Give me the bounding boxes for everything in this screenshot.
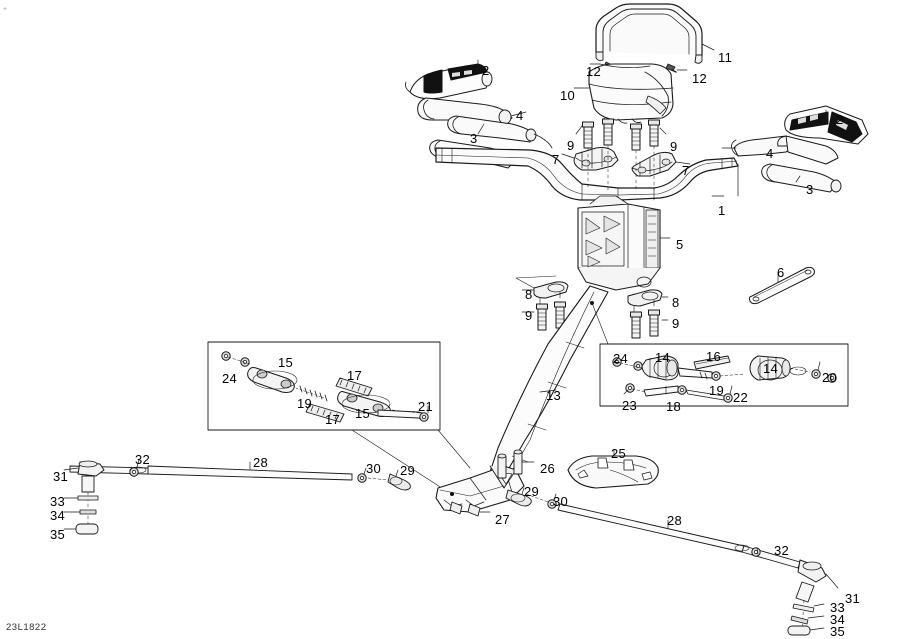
callout-rod-end-upper: 15 — [278, 355, 294, 370]
callout-nut-left-inset: 24 — [222, 371, 238, 386]
steering-column-shape — [487, 285, 609, 479]
callout-adjuster-tube-left: 19 — [297, 396, 313, 411]
callout-console-cover: 10 — [560, 88, 576, 103]
callout-end-nut: 20 — [822, 370, 838, 385]
callout-lower-bolt-right: 9 — [672, 316, 680, 331]
callout-right-grip: 2 — [836, 112, 844, 127]
riser-block-shape — [577, 195, 661, 291]
flat-strap-shape — [748, 266, 815, 305]
callout-clamp-upper: 17 — [347, 368, 363, 383]
callout-grab-bar-bolt-right: 12 — [692, 71, 708, 86]
callout-clamp-lower: 17 — [325, 412, 341, 427]
left-lever-shape — [417, 97, 513, 125]
upper-bolts-left — [575, 118, 614, 191]
base-nuts-shape — [449, 501, 491, 517]
callout-left-tube: 3 — [470, 131, 478, 146]
callout-flat-strap: 6 — [777, 265, 785, 280]
callout-tie-rod-right: 28 — [667, 513, 683, 528]
upper-bolts-right — [630, 119, 667, 191]
grab-bar-bolt-right-shape — [665, 63, 677, 73]
callout-mounting-plate: 25 — [611, 446, 627, 461]
callout-left-grip: 2 — [482, 63, 490, 78]
callout-steering-arm-right: 31 — [845, 591, 861, 606]
callout-joint-right: 14 — [763, 361, 779, 376]
corner-mark: + — [3, 6, 8, 13]
right-tube-shape — [761, 163, 842, 193]
right-lever-shape — [731, 135, 839, 165]
callout-left-lower-clamp: 8 — [525, 287, 533, 302]
base-bolts-shape — [497, 449, 535, 479]
callout-short-rod: 18 — [666, 399, 682, 414]
callout-right-clamp: 7 — [682, 163, 690, 178]
lower-clamp-left-shape — [515, 275, 569, 305]
callout-bushing-left: 35 — [50, 527, 66, 542]
diagram-code: 23L1822 — [6, 622, 47, 633]
callout-grab-bar-bolt-left: 12 — [586, 64, 602, 79]
callout-link-plate: 16 — [706, 349, 722, 364]
callout-clamp-right: 29 — [524, 484, 540, 499]
callout-adjuster-tube-right: 19 — [709, 383, 725, 398]
callout-handlebar: 1 — [718, 203, 726, 218]
callout-clamp-left: 29 — [400, 463, 416, 478]
console-cover-shape — [588, 63, 674, 124]
callout-base-nuts: 27 — [495, 512, 511, 527]
clamp-left-shape — [573, 147, 619, 171]
callout-washer-left: 33 — [50, 494, 66, 509]
callout-steering-arm-left: 31 — [53, 469, 69, 484]
callout-link-rod: 21 — [418, 399, 434, 414]
callout-bushing-right: 35 — [830, 624, 846, 639]
mounting-plate-shape — [567, 449, 659, 489]
callout-upper-bolt-right: 9 — [670, 139, 678, 154]
lower-bolts-right — [630, 309, 669, 339]
callout-riser-block: 5 — [676, 237, 684, 252]
right-inset-contents — [612, 355, 837, 403]
left-grip-shape — [405, 63, 493, 100]
tie-rod-left-shape — [63, 459, 411, 535]
callout-base-bolts: 26 — [540, 461, 556, 476]
callout-tie-rod-left: 28 — [253, 455, 269, 470]
lower-clamp-right-shape — [627, 289, 669, 313]
left-inset-contents — [221, 351, 429, 423]
grab-bar-shape — [595, 3, 703, 64]
left-tube-shape — [447, 115, 553, 149]
callout-spacer-right: 34 — [830, 612, 846, 627]
callout-joint-left: 14 — [655, 350, 671, 365]
callout-grab-bar: 11 — [718, 50, 733, 65]
callout-washer-right: 33 — [830, 600, 846, 615]
callout-nut-right: 30 — [553, 494, 569, 509]
steering-base-shape — [435, 465, 525, 513]
right-grip-shape — [784, 105, 869, 145]
callout-spacer-left: 34 — [50, 508, 66, 523]
callout-right-lower-clamp: 8 — [672, 295, 680, 310]
callout-lower-bolt-left: 9 — [525, 308, 533, 323]
callout-upper-bolt-left: 9 — [567, 138, 575, 153]
callout-washer: 23 — [622, 398, 638, 413]
callout-rod-end-lower: 15 — [355, 406, 371, 421]
callout-nut-right-inset: 24 — [613, 351, 629, 366]
tie-rod-right-shape — [505, 487, 839, 636]
callout-pin: 22 — [733, 390, 749, 405]
callout-right-tube: 3 — [806, 182, 814, 197]
lower-bolts-left — [521, 301, 566, 331]
callout-steering-column: 13 — [546, 388, 562, 403]
callout-right-lever: 4 — [766, 146, 774, 161]
callout-nut-left: 30 — [366, 461, 382, 476]
callout-lock-nut-right: 32 — [774, 543, 790, 558]
callout-left-clamp: 7 — [552, 152, 560, 167]
callout-left-lever: 4 — [516, 108, 524, 123]
callout-lock-nut-left: 32 — [135, 452, 151, 467]
